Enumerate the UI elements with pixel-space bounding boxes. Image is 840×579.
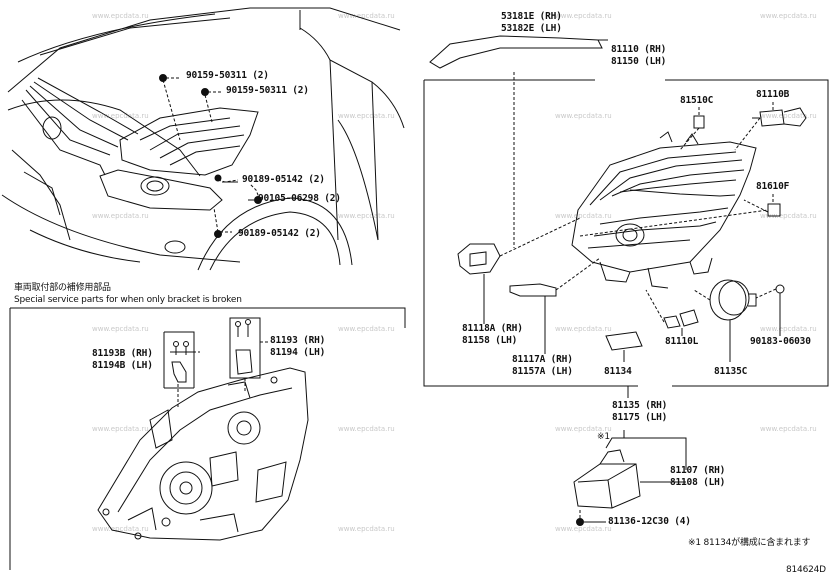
watermark: www.epcdata.ru — [338, 12, 395, 20]
watermark: www.epcdata.ru — [760, 112, 817, 120]
part-label-81118a: 81118A (RH) — [462, 323, 523, 334]
bulb-81110l — [663, 309, 699, 329]
watermark: www.epcdata.ru — [92, 212, 149, 220]
watermark: www.epcdata.ru — [338, 525, 395, 533]
watermark: www.epcdata.ru — [92, 525, 149, 533]
watermark: www.epcdata.ru — [338, 425, 395, 433]
part-label-81157a: 81157A (LH) — [512, 366, 573, 377]
special-service-caption-jp: 車両取付部の補修用部品 — [14, 283, 111, 293]
watermark: www.epcdata.ru — [555, 525, 612, 533]
bulb-81610f — [767, 203, 781, 217]
watermark: www.epcdata.ru — [92, 325, 149, 333]
part-label-81110l: 81110L — [665, 336, 699, 347]
part-label-81108: 81108 (LH) — [670, 477, 726, 488]
headlamp-assembly — [571, 131, 757, 289]
part-label-81150: 81150 (LH) — [611, 56, 667, 67]
bulb-81510c — [693, 115, 705, 129]
watermark: www.epcdata.ru — [555, 425, 612, 433]
part-label-81134: 81134 — [604, 366, 632, 377]
bulb-81110b — [752, 107, 807, 127]
watermark: www.epcdata.ru — [555, 212, 612, 220]
part-label-81193b: 81193B (RH) — [92, 348, 153, 359]
part-label-90159-a: 90159-50311 (2) — [186, 70, 269, 81]
headlamp-housing-rear — [97, 367, 309, 541]
cap-81135c — [709, 279, 757, 321]
part-label-81117a: 81117A (RH) — [512, 354, 573, 365]
gasket-81134 — [605, 331, 643, 351]
part-label-81136: 81136-12C30 (4) — [608, 516, 691, 527]
part-label-90105: 90105-06298 (2) — [258, 193, 341, 204]
watermark: www.epcdata.ru — [338, 212, 395, 220]
watermark: www.epcdata.ru — [555, 112, 612, 120]
vehicle-front-illustration — [1, 7, 405, 271]
watermark: www.epcdata.ru — [92, 425, 149, 433]
watermark: www.epcdata.ru — [555, 12, 612, 20]
bracket-81117a — [509, 283, 557, 297]
watermark: www.epcdata.ru — [555, 325, 612, 333]
watermark: www.epcdata.ru — [338, 325, 395, 333]
part-label-81110: 81110 (RH) — [611, 44, 667, 55]
part-label-53181e: 53181E (RH) — [501, 11, 562, 22]
part-label-81135c: 81135C — [714, 366, 748, 377]
molding-strip — [429, 35, 603, 69]
part-label-81158: 81158 (LH) — [462, 335, 518, 346]
watermark: www.epcdata.ru — [760, 325, 817, 333]
fastener-markers — [159, 74, 262, 238]
part-label-81193: 81193 (RH) — [270, 335, 326, 346]
watermark: www.epcdata.ru — [760, 212, 817, 220]
watermark: www.epcdata.ru — [760, 425, 817, 433]
bracket-81118a — [457, 243, 501, 275]
part-label-90183: 90183-06030 — [750, 336, 811, 347]
bracket-right — [229, 317, 261, 379]
watermark: www.epcdata.ru — [760, 12, 817, 20]
part-label-90189-b: 90189-05142 (2) — [238, 228, 321, 239]
part-label-81610f: 81610F — [756, 181, 790, 192]
special-service-caption-en: Special service parts for when only brac… — [14, 295, 242, 305]
assembly-box-frame — [423, 80, 638, 387]
part-label-81107: 81107 (RH) — [670, 465, 726, 476]
part-label-81110b: 81110B — [756, 89, 790, 100]
part-label-90189-a: 90189-05142 (2) — [242, 174, 325, 185]
part-label-81194: 81194 (LH) — [270, 347, 326, 358]
bracket-left — [163, 331, 195, 389]
screw-90183 — [775, 284, 785, 294]
watermark: www.epcdata.ru — [92, 12, 149, 20]
footnote-marker: ※1 — [597, 432, 610, 442]
ballast-81107 — [573, 437, 641, 509]
part-label-90159-b: 90159-50311 (2) — [226, 85, 309, 96]
part-label-81175: 81175 (LH) — [612, 412, 668, 423]
watermark: www.epcdata.ru — [338, 112, 395, 120]
part-label-81135: 81135 (RH) — [612, 400, 668, 411]
part-label-53182e: 53182E (LH) — [501, 23, 562, 34]
watermark: www.epcdata.ru — [92, 112, 149, 120]
ballast-leader — [620, 437, 687, 470]
part-label-81510c: 81510C — [680, 95, 714, 106]
figure-id: 814624D — [786, 565, 826, 575]
footnote-text: ※1 81134が構成に含まれます — [688, 538, 811, 548]
part-label-81194b: 81194B (LH) — [92, 360, 153, 371]
